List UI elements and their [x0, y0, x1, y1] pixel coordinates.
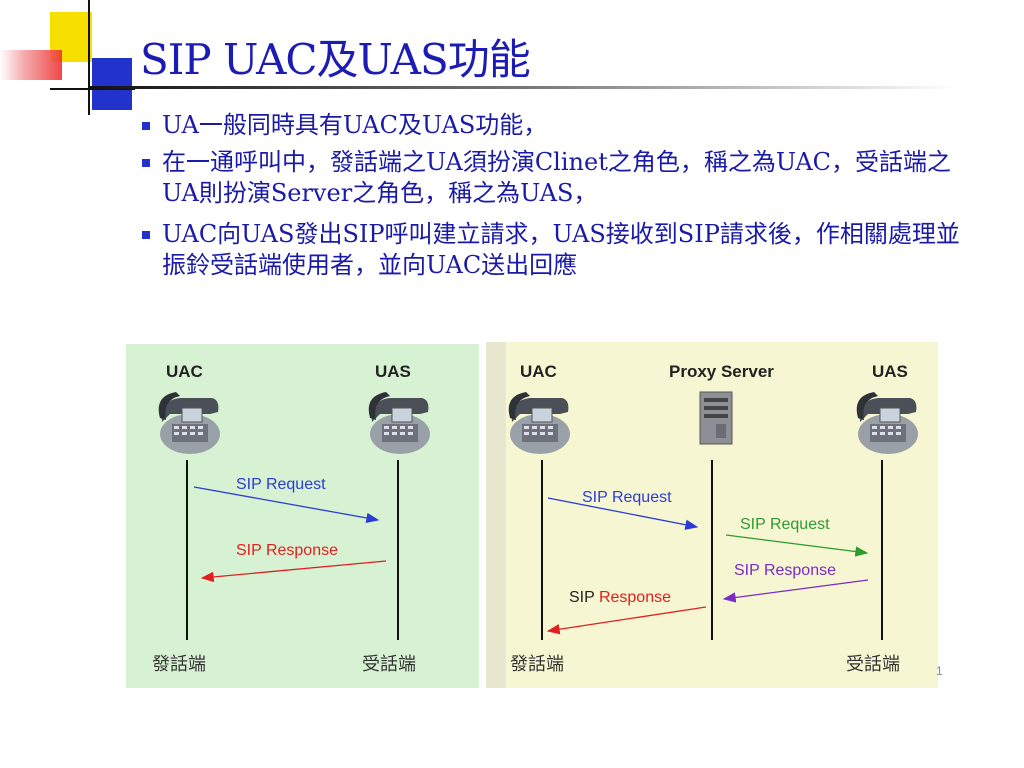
uas-label: UAS [872, 362, 908, 381]
decor-red-block [0, 50, 62, 80]
bullet-item: UA一般同時具有UAC及UAS功能， [140, 110, 980, 141]
decor-vertical-line [88, 0, 90, 115]
caller-label: 發話端 [152, 654, 206, 675]
page-number: 1 [936, 664, 943, 678]
sip-request-label: SIP Request [740, 516, 830, 533]
bullet-square-icon [142, 231, 150, 239]
bullet-square-icon [142, 122, 150, 130]
sip-response-label: SIP Response [236, 542, 338, 559]
telephone-icon [158, 391, 221, 455]
bullet-square-icon [142, 159, 150, 167]
slide-title: SIP UAC及UAS功能 [140, 35, 531, 84]
sip-request-arrow [725, 534, 869, 557]
server-tower-icon [699, 391, 733, 445]
title-underline [90, 86, 960, 89]
proxy-server-label: Proxy Server [669, 362, 774, 381]
decor-blue-block [92, 58, 132, 110]
sip-response-label: SIP Response [734, 562, 836, 579]
callee-label: 受話端 [362, 654, 416, 675]
sip-request-label: SIP Request [236, 476, 326, 493]
sip-response-label: SIP Response [569, 589, 671, 606]
decor-horizontal-line [50, 88, 135, 90]
sip-request-arrow [547, 497, 699, 530]
callee-label: 受話端 [846, 654, 900, 675]
sip-request-label: SIP Request [582, 489, 672, 506]
sip-response-arrow [546, 606, 707, 635]
sip-request-arrow [193, 486, 380, 524]
bullet-list: UA一般同時具有UAC及UAS功能， 在一通呼叫中，發話端之UA須扮演Cline… [140, 110, 980, 291]
telephone-icon [508, 391, 571, 455]
uac-label: UAC [166, 362, 203, 381]
telephone-icon [368, 391, 431, 455]
telephone-icon [856, 391, 919, 455]
bullet-item: 在一通呼叫中，發話端之UA須扮演Clinet之角色，稱之為UAC，受話端之UA則… [140, 147, 980, 209]
uac-label: UAC [520, 362, 557, 381]
sip-response-arrow [722, 579, 869, 603]
caller-label: 發話端 [510, 654, 564, 675]
bullet-item: UAC向UAS發出SIP呼叫建立請求，UAS接收到SIP請求後，作相關處理並振鈴… [140, 219, 980, 281]
sip-response-arrow [200, 560, 387, 583]
uas-label: UAS [375, 362, 411, 381]
